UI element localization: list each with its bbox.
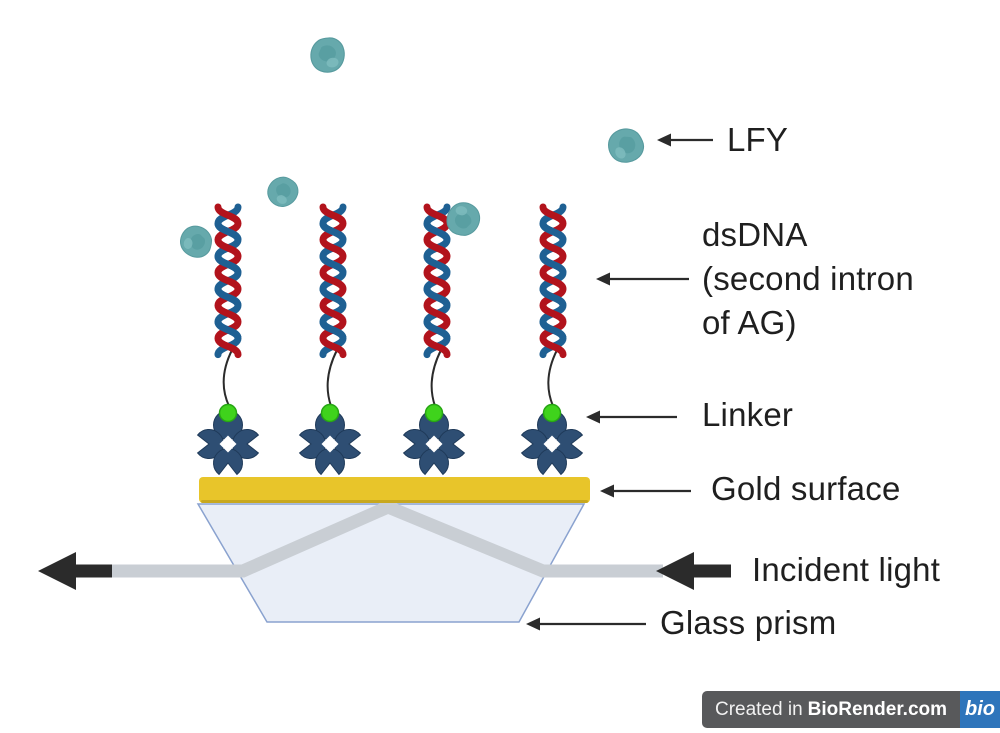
label-dsdna-line3: of AG) — [702, 304, 797, 341]
label-incident-light: Incident light — [752, 551, 941, 588]
biorender-watermark: Created in BioRender.com bio — [702, 691, 1000, 728]
label-gold-surface: Gold surface — [711, 470, 901, 507]
lfy-protein-blob — [310, 37, 345, 73]
reflected-light-arrow — [38, 552, 112, 590]
gold-surface-bar — [199, 477, 590, 503]
watermark-brand: BioRender.com — [807, 698, 948, 720]
anchor-protein-flower — [402, 403, 466, 476]
lfy-leader-arrow — [657, 133, 713, 147]
dna-helix — [543, 207, 563, 355]
biorender-logo: bio — [960, 691, 1000, 728]
watermark-prefix: Created in — [714, 698, 803, 720]
dsdna-leader-arrow — [596, 272, 689, 286]
gold-surface-leader-arrow — [600, 484, 691, 498]
anchor-protein-flower — [196, 403, 260, 476]
linker-leader-arrow — [586, 410, 677, 424]
lfy-protein-blob — [261, 170, 304, 213]
dna-linker-tethers — [222, 349, 558, 407]
glass-prism-leader-arrow — [526, 617, 646, 631]
label-glass-prism: Glass prism — [660, 604, 837, 641]
anchor-protein-flower — [520, 403, 584, 476]
label-dsdna: dsDNA (second intron of AG) — [702, 213, 914, 345]
dna-helix — [323, 207, 343, 355]
watermark-text: Created in BioRender.com — [702, 691, 960, 728]
label-linker: Linker — [702, 396, 794, 433]
dna-helix — [427, 207, 447, 355]
label-dsdna-line1: dsDNA — [702, 216, 808, 253]
lfy-protein-blob — [603, 123, 649, 168]
label-dsdna-line2: (second intron — [702, 260, 914, 297]
glass-prism-shape — [196, 503, 586, 623]
gold-surface-bottom-edge — [201, 500, 588, 503]
lfy-protein-blob — [175, 221, 217, 262]
dna-helix — [218, 207, 238, 355]
anchor-protein-flower — [298, 403, 362, 476]
incident-light-arrow — [656, 552, 731, 590]
light-beam — [74, 499, 663, 578]
label-lfy: LFY — [727, 121, 789, 158]
